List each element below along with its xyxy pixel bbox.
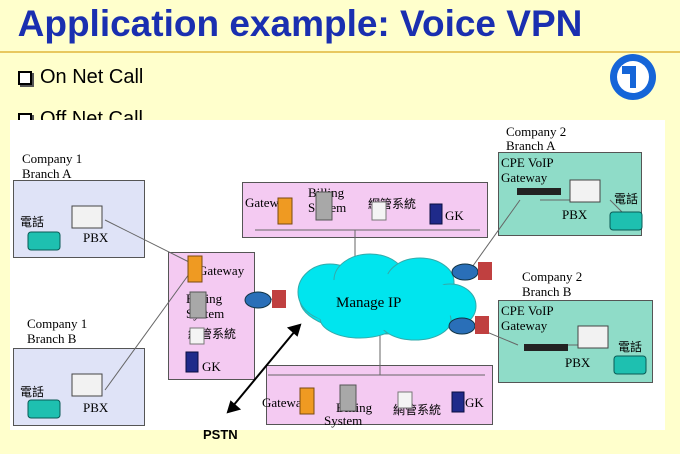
left-center-region (168, 252, 255, 380)
pbx-label: PBX (83, 230, 109, 245)
pbx-device-icon (569, 179, 601, 203)
company1-branch-b-subtitle: Branch B (27, 331, 77, 346)
phone-icon (613, 355, 647, 375)
phone-label: 電話 (614, 192, 639, 206)
gateway-device-icon (299, 387, 315, 415)
phone-icon (27, 399, 61, 419)
billing-server-icon (315, 191, 333, 221)
router-icon (448, 316, 489, 335)
network-links (27, 179, 647, 419)
billing-server-icon (189, 291, 207, 319)
billing-server-icon (339, 384, 357, 412)
company2-branch-b-title: Company 2 (522, 269, 583, 284)
pbx-device-icon (71, 205, 103, 229)
bullet-label: On Net Call (40, 66, 144, 88)
company1-branch-b-title: Company 1 (27, 316, 88, 331)
gateway-label: Gateway (262, 395, 309, 410)
billing-system-label: System (324, 413, 363, 428)
pbx-label: PBX (83, 400, 109, 415)
gk-label: GK (465, 395, 484, 410)
gateway-label: Gateway (198, 263, 245, 278)
title-divider (0, 51, 680, 53)
cpe-voip-label: CPE VoIP (501, 303, 554, 318)
company-logo-icon (610, 54, 656, 100)
nms-workstation-icon (397, 391, 413, 409)
company2-branch-a-subtitle: Branch A (506, 138, 556, 153)
cpe-voip-gateway-icon (517, 188, 561, 195)
phone-label: 電話 (20, 385, 45, 399)
gateway-device-icon (187, 255, 203, 283)
company1-branch-a-subtitle: Branch A (22, 166, 72, 181)
gk-label: GK (202, 359, 221, 374)
gatekeeper-icon (429, 203, 443, 225)
phone-label: 電話 (20, 215, 45, 229)
router-icon (244, 290, 286, 309)
bullet-on-net-call: On Net Call (18, 66, 143, 89)
gatekeeper-icon (451, 391, 465, 413)
pstn-label: PSTN (203, 427, 238, 442)
cpe-gateway-label: Gateway (501, 170, 548, 185)
pbx-device-icon (71, 373, 103, 397)
phone-icon (27, 231, 61, 251)
company2-branch-b-subtitle: Branch B (522, 284, 572, 299)
cloud-label: Manage IP (336, 295, 402, 311)
pbx-device-icon (577, 325, 609, 349)
router-icon (451, 262, 492, 281)
company1-branch-a-title: Company 1 (22, 151, 83, 166)
network-diagram: Company 1 Branch A 電話 PBX Company 1 Bran… (10, 120, 665, 442)
phone-icon (609, 211, 643, 231)
cpe-gateway-label: Gateway (501, 318, 548, 333)
gk-label: GK (445, 208, 464, 223)
pbx-label: PBX (562, 207, 588, 222)
phone-label: 電話 (618, 340, 643, 354)
pbx-label: PBX (565, 355, 591, 370)
manage-ip-cloud-icon (297, 253, 477, 341)
nms-workstation-icon (371, 201, 387, 221)
cpe-voip-label: CPE VoIP (501, 155, 554, 170)
company2-branch-a-title: Company 2 (506, 124, 567, 139)
checkbox-bullet-icon (18, 70, 32, 85)
nms-workstation-icon (189, 327, 205, 345)
cpe-voip-gateway-icon (524, 344, 568, 351)
page-title: Application example: Voice VPN (17, 3, 583, 44)
gatekeeper-icon (185, 351, 199, 373)
gateway-device-icon (277, 197, 293, 225)
pstn-link-arrow-icon (226, 323, 302, 414)
